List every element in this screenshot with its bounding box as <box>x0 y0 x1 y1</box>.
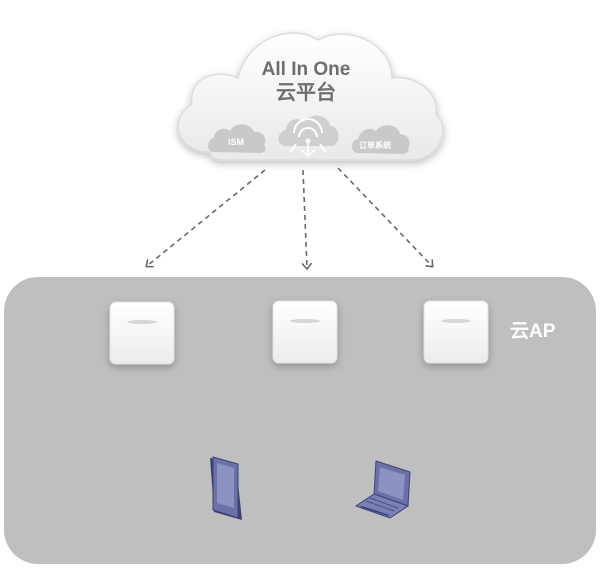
tablet-icon <box>210 456 242 520</box>
order-system-service-cloud <box>352 125 410 154</box>
access-point <box>423 300 489 364</box>
arrow-to-ap-right <box>337 167 432 266</box>
platform-title-line2: 云平台 <box>276 82 336 104</box>
ism-service-cloud <box>208 124 266 153</box>
arrow-to-ap-left <box>147 169 266 266</box>
ism-label: ISM <box>228 137 245 147</box>
platform-title: All In One 云平台 <box>226 59 386 104</box>
access-point <box>272 300 338 364</box>
cloud-hub-icon <box>278 115 339 158</box>
cloud-ap-label: 云AP <box>510 321 556 342</box>
order-system-label: 订单系统 <box>359 141 391 150</box>
access-point <box>109 301 175 365</box>
connection-arrows <box>147 167 432 268</box>
laptop-icon <box>354 460 411 519</box>
arrow-to-ap-center <box>303 169 307 268</box>
platform-title-line1: All In One <box>261 59 351 80</box>
